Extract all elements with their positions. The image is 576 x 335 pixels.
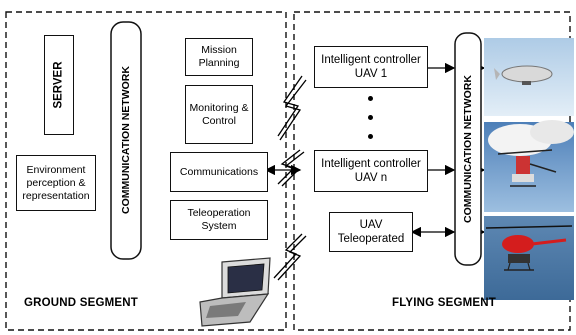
communications-box: Communications [170,152,268,192]
uav-teleoperated-line1: UAV [359,219,383,231]
server-box: SERVER [44,35,74,135]
uav1-line2: UAV 1 [354,68,388,80]
comm-network-right-label: COMMUNICATION NETWORK [462,75,474,223]
mission-planning-label: Mission Planning [198,44,240,69]
ground-segment-frame [5,11,287,331]
ellipsis-dots [368,96,373,153]
comm-network-left-label: COMMUNICATION NETWORK [120,66,132,214]
mission-planning-box: Mission Planning [185,38,253,76]
wireless-link-1 [279,79,307,141]
comm-network-left-box [110,21,142,260]
server-label: SERVER [53,61,65,109]
uav1-line1: Intelligent controller [321,54,421,66]
helicopter-photo-2 [484,216,574,300]
helicopter-photo-1 [484,120,574,212]
uav1-box: Intelligent controller UAV 1 [314,46,428,88]
monitoring-control-label: Monitoring & Control [189,101,249,127]
environment-label: Environment perception & representation [22,163,90,202]
flying-segment-label: FLYING SEGMENT [392,297,496,309]
comm-network-right-box [454,32,482,266]
ground-segment-label: GROUND SEGMENT [24,297,138,309]
monitoring-control-box: Monitoring & Control [185,85,253,144]
blimp-photo [484,38,574,116]
uavn-line2: UAV n [354,172,388,184]
teleoperation-system-box: Teleoperation System [170,200,268,240]
uavn-box: Intelligent controller UAV n [314,150,428,192]
teleoperation-system-label: Teleoperation System [187,207,251,232]
uavn-line1: Intelligent controller [321,158,421,170]
communications-label: Communications [179,166,259,178]
uav-teleoperated-box: UAV Teleoperated [329,212,413,252]
uav-teleoperated-line2: Teleoperated [337,233,405,245]
environment-box: Environment perception & representation [16,155,96,211]
laptop-illustration [199,257,271,327]
